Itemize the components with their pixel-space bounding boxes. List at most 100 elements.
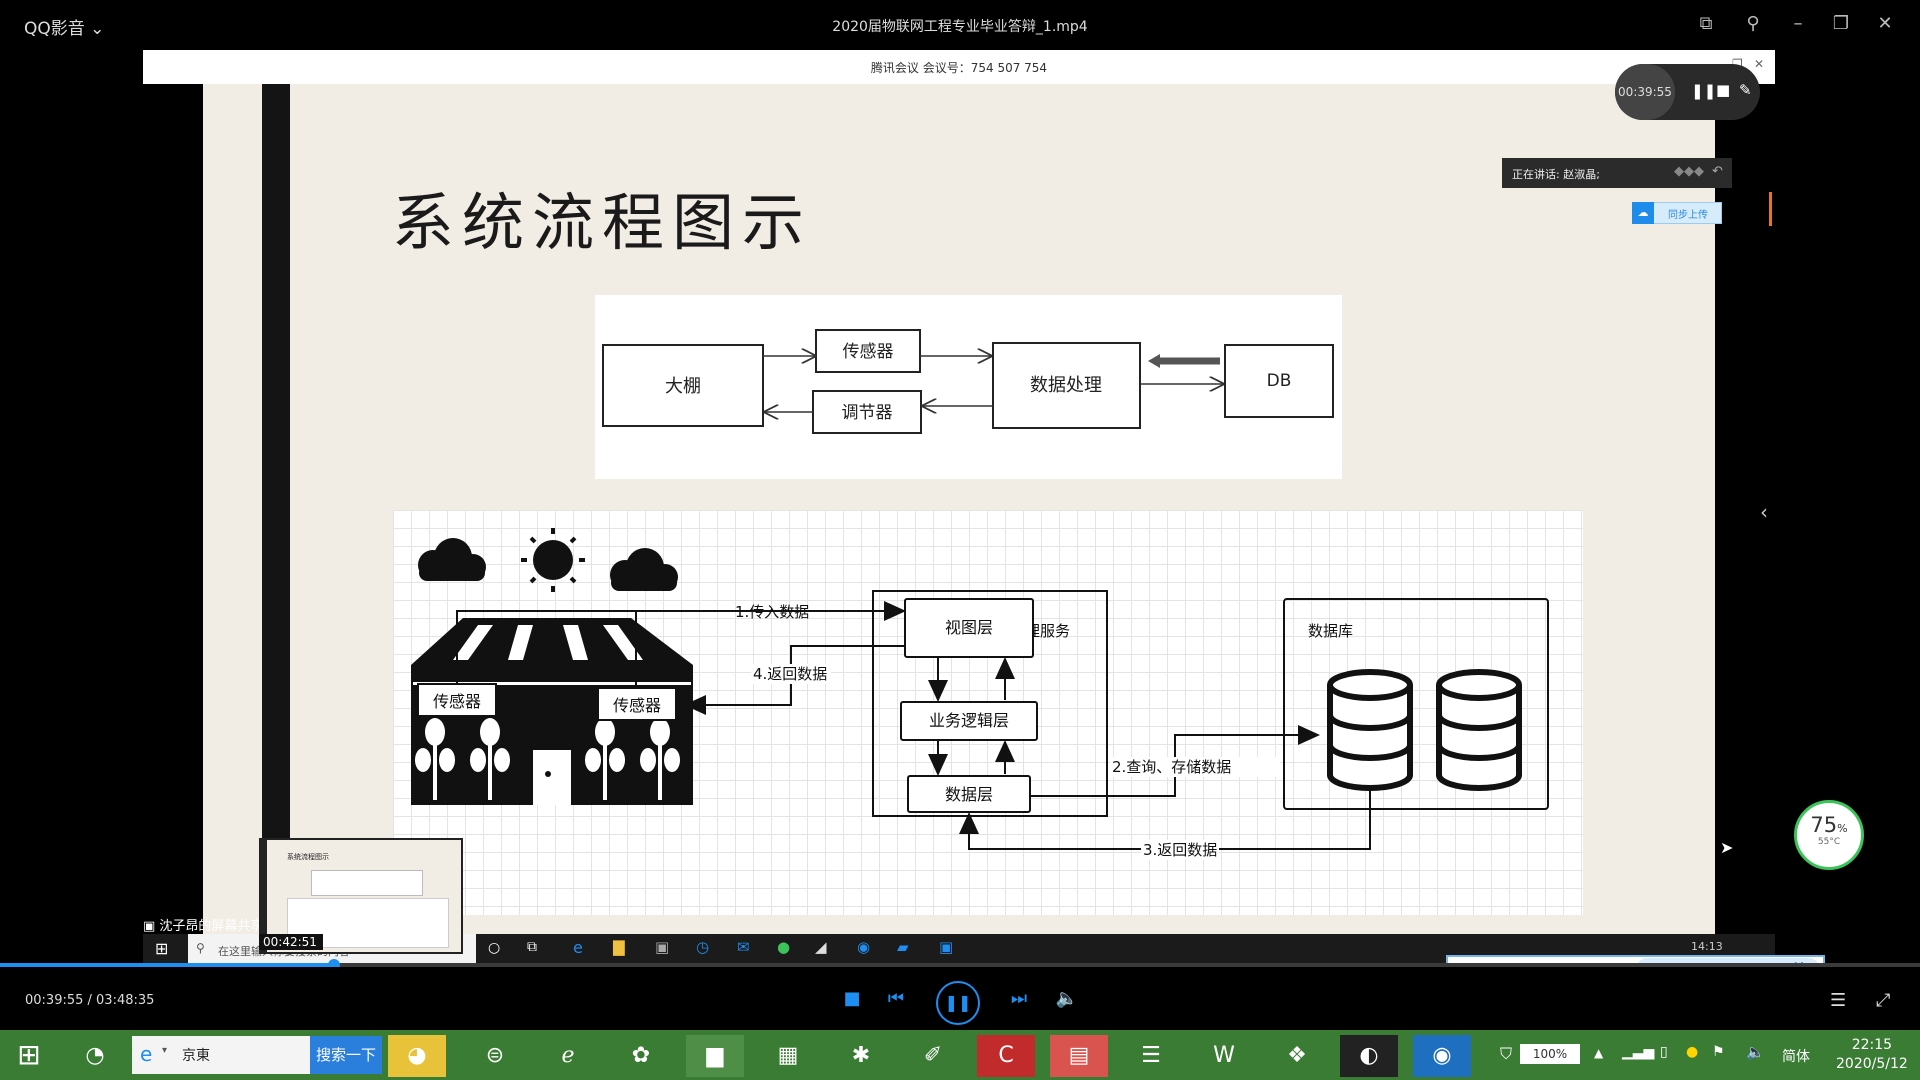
meeting-close-icon[interactable]: ✕	[1754, 57, 1765, 71]
upload-button[interactable]: 同步上传	[1632, 202, 1722, 224]
db-box	[1224, 344, 1334, 418]
qq-player-icon[interactable]: ◉	[1413, 1035, 1471, 1077]
sun-icon	[521, 528, 585, 592]
tray-app-icon[interactable]: ●	[1686, 1044, 1699, 1060]
memory-gauge[interactable]: 75% 55°C	[1794, 800, 1864, 870]
baidu-netdisk-icon[interactable]: ✿	[631, 1043, 651, 1068]
paint-icon[interactable]: ✐	[923, 1043, 943, 1068]
inner-cortana-icon: ○	[488, 940, 501, 956]
inner-folder-icon: ▇	[613, 938, 625, 956]
inner-tray-clock: 14:13	[1691, 940, 1723, 953]
step3-bg	[1141, 840, 1219, 860]
ok-app-icon[interactable]: ◐	[1340, 1035, 1398, 1077]
word-icon[interactable]: W	[1213, 1043, 1235, 1068]
mouse-cursor-icon: ➤	[1720, 838, 1734, 857]
playback-time: 00:39:55 / 03:48:35	[25, 993, 155, 1008]
wechat-icon[interactable]: ◕	[388, 1035, 446, 1077]
restore-icon[interactable]: ❐	[1832, 13, 1850, 34]
start-button-icon[interactable]: ⊞	[17, 1038, 41, 1071]
top-flow-diagram-svg: 大棚 传感器 调节器 数据处理 DB	[602, 329, 1334, 434]
clock-time: 22:15	[1851, 1037, 1893, 1053]
next-icon[interactable]: ⏭	[1010, 988, 1028, 1009]
screenshot-icon[interactable]: ⧉	[1699, 13, 1713, 34]
crossfire-icon[interactable]: C	[977, 1035, 1035, 1077]
step4-label: 4.返回数据	[753, 665, 827, 683]
scroll-indicator	[1769, 192, 1772, 226]
pause-button[interactable]: ❚❚	[936, 981, 980, 1025]
flag-icon[interactable]: ⚑	[1712, 1044, 1725, 1060]
service-box	[872, 590, 1108, 817]
slide-left-bar	[262, 84, 290, 934]
excel-icon[interactable]: ▦	[777, 1043, 799, 1068]
folder-icon[interactable]: ▆	[686, 1035, 744, 1077]
inner-mail-icon: ✉	[737, 938, 750, 956]
step3-label: 3.返回数据	[1143, 841, 1217, 859]
browser-360-icon[interactable]: ⊜	[485, 1043, 505, 1068]
device-icon[interactable]: ▯	[1660, 1044, 1668, 1060]
progress-track[interactable]	[0, 963, 1920, 967]
annotate-pen-icon[interactable]: ✎	[1739, 81, 1752, 99]
speaker-avatars: ◆◆◆	[1674, 164, 1704, 179]
data-layer-label: 数据层	[945, 785, 993, 804]
input-language[interactable]: 简体	[1782, 1049, 1810, 1065]
greenhouse-label: 大棚	[665, 376, 701, 397]
previous-icon[interactable]: ⏮	[887, 988, 905, 1009]
step4-bg	[751, 664, 831, 684]
progress-fill	[0, 963, 334, 967]
top-flow-diagram: 大棚 传感器 调节器 数据处理 DB	[595, 295, 1342, 479]
database-icon-2	[1436, 669, 1522, 791]
cloud-icon-right	[610, 548, 678, 591]
ie-address-box[interactable]: e ▾ 京東	[132, 1036, 310, 1074]
db-label: DB	[1267, 371, 1292, 391]
volume-icon[interactable]: 🔈	[1055, 988, 1079, 1009]
inner-share-icon: ▣	[939, 938, 954, 956]
cloud-icon-left	[418, 538, 486, 581]
inner-windows-icon: ⊞	[155, 939, 169, 958]
settings-icon[interactable]: ☰	[1830, 990, 1847, 1011]
minimize-icon[interactable]: –	[1793, 13, 1803, 34]
inner-app-icon: ◢	[815, 938, 827, 956]
view-layer-box	[904, 598, 1034, 658]
step2-label: 2.查询、存储数据	[1112, 758, 1231, 776]
record-stop-icon[interactable]: ■	[1716, 81, 1731, 99]
search-button[interactable]: 搜索一下	[310, 1036, 382, 1074]
speaking-text: 正在讲话: 赵淑晶;	[1512, 168, 1600, 181]
upload-label: 同步上传	[1668, 210, 1708, 221]
screen-share-label: ▣ 沈子昂的屏幕共享	[143, 919, 264, 934]
sensor-label: 传感器	[843, 342, 894, 362]
inner-green-icon: ●	[777, 938, 791, 956]
inner-browser-icon: ◉	[857, 938, 871, 956]
network-icon[interactable]: ▁▃▅	[1622, 1044, 1655, 1060]
step2-bg	[1110, 757, 1280, 777]
fullscreen-icon[interactable]: ⤢	[1876, 990, 1891, 1011]
network-app-icon[interactable]: ☰	[1141, 1043, 1161, 1068]
speaker-icon[interactable]: 🔈	[1746, 1043, 1765, 1061]
meeting-window-header: 腾讯会议 会议号：754 507 754 – ❐ ✕	[143, 50, 1775, 84]
gauge-percent: 75	[1810, 813, 1838, 837]
collapse-panel-icon[interactable]: ‹	[1760, 500, 1768, 524]
regulator-label: 调节器	[842, 403, 893, 423]
gauge-temp: 55°C	[1817, 837, 1841, 847]
file-title: 2020届物联网工程专业毕业答辩_1.mp4	[832, 19, 1088, 35]
ec-app-icon[interactable]: ▤	[1050, 1035, 1108, 1077]
logic-layer-label: 业务逻辑层	[929, 711, 1009, 730]
app-menu-button[interactable]: QQ影音 ⌄	[24, 19, 105, 39]
pin-icon[interactable]: ⚲	[1746, 13, 1760, 34]
back-arrow-icon[interactable]: ↶	[1712, 164, 1723, 179]
shield-icon[interactable]: ⛉	[1500, 1044, 1513, 1063]
close-icon[interactable]: ✕	[1877, 13, 1893, 34]
ie-taskbar-icon[interactable]: ℯ	[561, 1043, 575, 1068]
inner-edge-icon: e	[573, 938, 583, 957]
battery-indicator[interactable]: 100%	[1520, 1044, 1580, 1064]
stop-icon[interactable]: ■	[843, 988, 861, 1009]
system-clock[interactable]: 22:15 2020/5/12	[1836, 1036, 1908, 1074]
tray-expand-icon[interactable]: ▲	[1594, 1046, 1604, 1060]
data-processing-box	[992, 342, 1141, 429]
record-pause-icon[interactable]: ❚❚	[1691, 82, 1717, 100]
ie-address-text: 京東	[182, 1048, 210, 1064]
start-orb-icon[interactable]: ◔	[85, 1043, 105, 1068]
globe-app-icon[interactable]: ✱	[851, 1043, 871, 1068]
color-app-icon[interactable]: ❖	[1287, 1043, 1307, 1068]
cloud-upload-icon[interactable]: ☁	[1632, 202, 1654, 224]
clock-date: 2020/5/12	[1836, 1056, 1908, 1072]
